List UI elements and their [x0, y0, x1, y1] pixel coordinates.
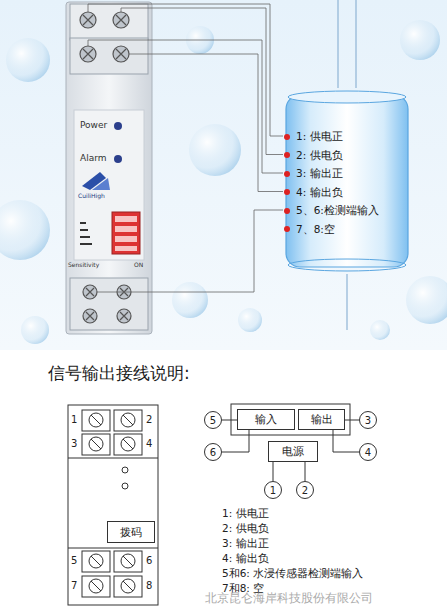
connector — [305, 462, 306, 481]
connector — [222, 420, 237, 421]
pin-number: 3 — [71, 438, 77, 449]
pin-description: 5、6:检测端输入 — [296, 201, 412, 220]
red-dot — [284, 134, 290, 140]
pin-description: 3: 输出正 — [296, 164, 412, 183]
cylinder-outline — [282, 85, 412, 277]
heading: 信号输出接线说明: — [48, 364, 190, 383]
box-label: 拨码 — [120, 525, 142, 540]
connector — [273, 462, 274, 481]
terminal-number: 5 — [210, 415, 216, 426]
connector — [333, 430, 359, 452]
terminal-circle: 6 — [204, 443, 222, 461]
terminal-number: 3 — [365, 415, 371, 426]
terminal-number: 1 — [270, 485, 276, 496]
pin-number: 1 — [71, 414, 77, 425]
logo-text: CuiliHigh — [78, 193, 105, 200]
red-dot — [284, 226, 290, 232]
pin-number: 5 — [71, 555, 77, 566]
led-label: Alarm — [80, 154, 106, 164]
pin-number: 4 — [146, 438, 152, 449]
connector — [345, 420, 359, 421]
pin-note: 1: 供电正 — [222, 508, 269, 520]
terminal-circle: 4 — [359, 443, 377, 461]
din-module — [66, 2, 152, 334]
terminal-number: 2 — [302, 485, 308, 496]
pin-description: 7、8:空 — [296, 220, 412, 239]
box-label: 电源 — [282, 444, 304, 459]
box-label: 输出 — [311, 412, 333, 427]
photo-ground — [0, 0, 447, 350]
function-box: 拨码 — [107, 521, 155, 543]
terminal-number: 4 — [365, 447, 371, 458]
pin-number: 2 — [146, 414, 152, 425]
sensor-cylinder: 1: 供电正2: 供电负3: 输出正4: 输出负5、6:检测端输入7、8:空 — [282, 85, 412, 277]
red-dot — [284, 152, 290, 158]
pin-number: 7 — [71, 580, 77, 591]
watermark: 北京昆仑海岸科技股份有限公司 — [205, 592, 373, 605]
pin-note: 5和6: 水浸传感器检测端输入 — [222, 568, 363, 580]
red-dot — [284, 189, 290, 195]
switch-label: ON — [134, 262, 143, 269]
terminal-circle: 1 — [264, 481, 282, 499]
function-box: 输出 — [298, 409, 345, 430]
pin-number: 6 — [146, 555, 152, 566]
pin-note: 3: 输出正 — [222, 538, 269, 550]
function-box: 输入 — [237, 409, 295, 430]
terminal-number: 6 — [210, 447, 216, 458]
schematic-module — [68, 405, 158, 605]
pin-description: 1: 供电正 — [296, 127, 412, 146]
leader-lines — [88, 4, 283, 292]
function-box: 电源 — [268, 441, 318, 462]
pin-note: 2: 供电负 — [222, 523, 269, 535]
red-dot — [284, 171, 290, 177]
red-dot — [284, 208, 290, 214]
pin-description: 2: 供电负 — [296, 146, 412, 165]
box-label: 输入 — [255, 412, 277, 427]
pin-number: 8 — [146, 580, 152, 591]
pin-description: 4: 输出负 — [296, 183, 412, 202]
terminal-circle: 5 — [204, 411, 222, 429]
terminal-circle: 3 — [359, 411, 377, 429]
terminal-circle: 2 — [296, 481, 314, 499]
led-label: Power — [80, 121, 107, 131]
connector — [222, 430, 249, 452]
switch-label: Sensitivity — [68, 262, 99, 269]
pin-note: 4: 输出负 — [222, 553, 269, 565]
cylinder-text-list: 1: 供电正2: 供电负3: 输出正4: 输出负5、6:检测端输入7、8:空 — [282, 85, 412, 238]
